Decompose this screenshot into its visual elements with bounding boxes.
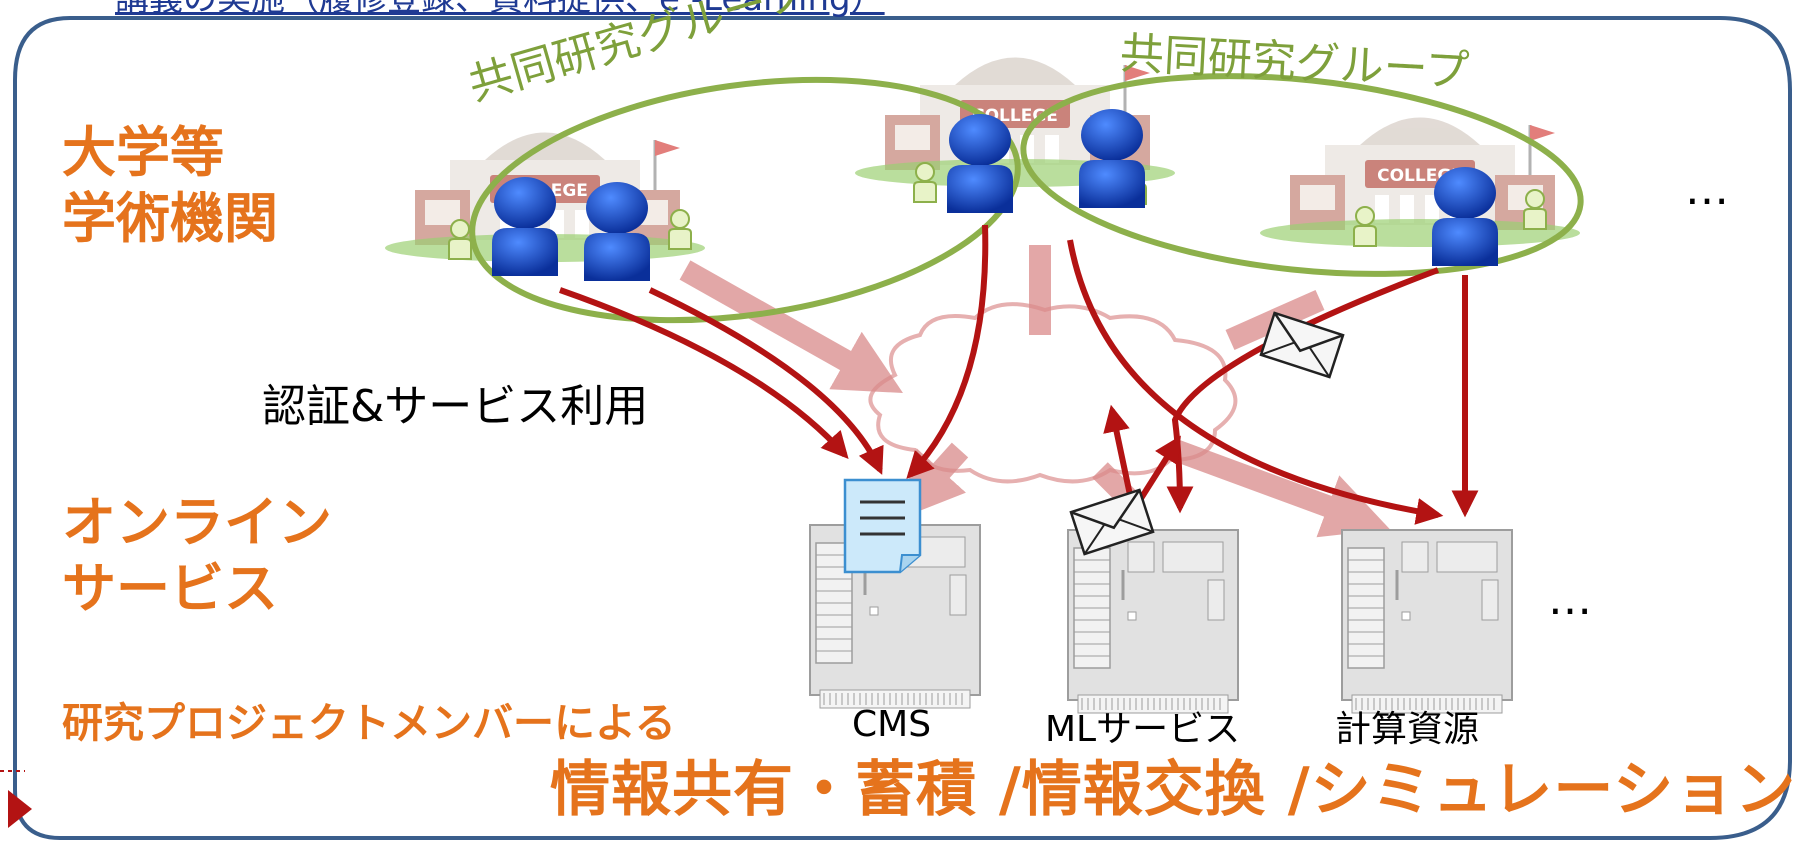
- group-ellipse-left: [469, 76, 1021, 324]
- footer-title: 情報共有・蓄積 /情報交換 /シミュレーション: [550, 755, 1797, 825]
- server-compute: [1340, 528, 1514, 715]
- mail-envelope-icon: [1259, 311, 1345, 379]
- more-institutions-ellipsis: …: [1685, 164, 1731, 215]
- small-user-icon: [1353, 206, 1377, 247]
- institutions-label-line2: 学術機関: [62, 186, 278, 250]
- members-text: 研究プロジェクトメンバーによる: [62, 699, 676, 747]
- header-strip-text: 講義の実施（履修登録、資料提供、e -Learning）: [115, 0, 885, 16]
- outer-frame: [13, 16, 1792, 840]
- ml-service-label: MLサービス: [1045, 709, 1241, 750]
- document-icon: [843, 478, 922, 574]
- auth-arrows: [559, 224, 1479, 525]
- slide-marker-triangle: [8, 790, 32, 828]
- more-services-ellipsis: …: [1548, 574, 1594, 625]
- small-user-icon: [913, 162, 937, 203]
- services-label: オンライン サービス: [62, 490, 332, 622]
- institutions-label: 大学等 学術機関: [62, 120, 278, 252]
- institutions-label-line1: 大学等: [62, 121, 224, 184]
- auth-service-label: 認証&サービス利用: [262, 381, 649, 432]
- small-user-icon: [448, 219, 472, 260]
- compute-resource-label: 計算資源: [1335, 709, 1480, 750]
- small-user-icon: [1523, 189, 1547, 230]
- small-user-icon: [668, 209, 692, 250]
- group-ellipse-right: [1020, 73, 1584, 277]
- services-label-line1: オンライン: [62, 491, 332, 554]
- server-ml: [1066, 528, 1240, 715]
- services-label-line2: サービス: [62, 556, 278, 620]
- cms-label: CMS: [852, 704, 932, 745]
